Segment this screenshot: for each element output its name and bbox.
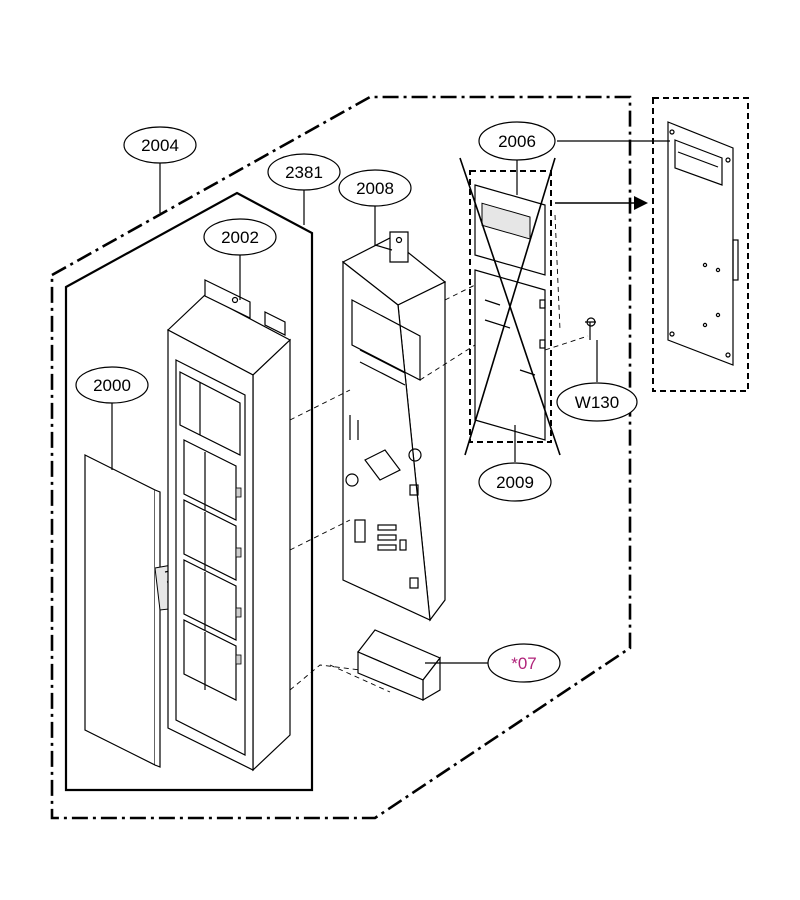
svg-text:2004: 2004 <box>141 136 179 155</box>
svg-text:*07: *07 <box>511 654 537 673</box>
svg-text:W130: W130 <box>575 393 619 412</box>
svg-text:2006: 2006 <box>498 132 536 151</box>
callout-2004: 2004 <box>123 126 197 164</box>
callout-2006: 2006 <box>478 121 556 161</box>
cross-out-mark <box>459 157 561 456</box>
part-2008-panel-frame <box>341 231 447 622</box>
assembly-guide-lines <box>289 214 589 693</box>
callout-07: *07 <box>487 643 561 683</box>
svg-text:2008: 2008 <box>356 179 394 198</box>
callout-2008: 2008 <box>338 169 412 207</box>
callout-w130: W130 <box>556 382 638 422</box>
part-2002-control-panel <box>166 279 292 772</box>
callout-2002: 2002 <box>203 218 277 256</box>
callout-2000: 2000 <box>75 366 149 404</box>
callout-2381: 2381 <box>267 153 341 191</box>
part-2006-display <box>474 184 546 276</box>
reference-arrow <box>555 196 648 210</box>
assembly-2004-boundary <box>50 95 632 820</box>
svg-text:2009: 2009 <box>496 473 534 492</box>
callout-2009: 2009 <box>478 462 552 502</box>
part-2009-pcb <box>474 269 546 441</box>
part-07-clip <box>357 629 441 702</box>
assembly-2381-boundary <box>64 191 314 792</box>
pcb-spare-boundary <box>652 97 749 392</box>
crossed-pcb-boundary <box>469 170 552 443</box>
part-2006-pcb-assembly <box>667 121 739 366</box>
screw-w130 <box>585 317 596 340</box>
svg-text:2381: 2381 <box>285 163 323 182</box>
svg-text:2000: 2000 <box>93 376 131 395</box>
leader-lines <box>111 140 670 664</box>
svg-text:2002: 2002 <box>221 228 259 247</box>
